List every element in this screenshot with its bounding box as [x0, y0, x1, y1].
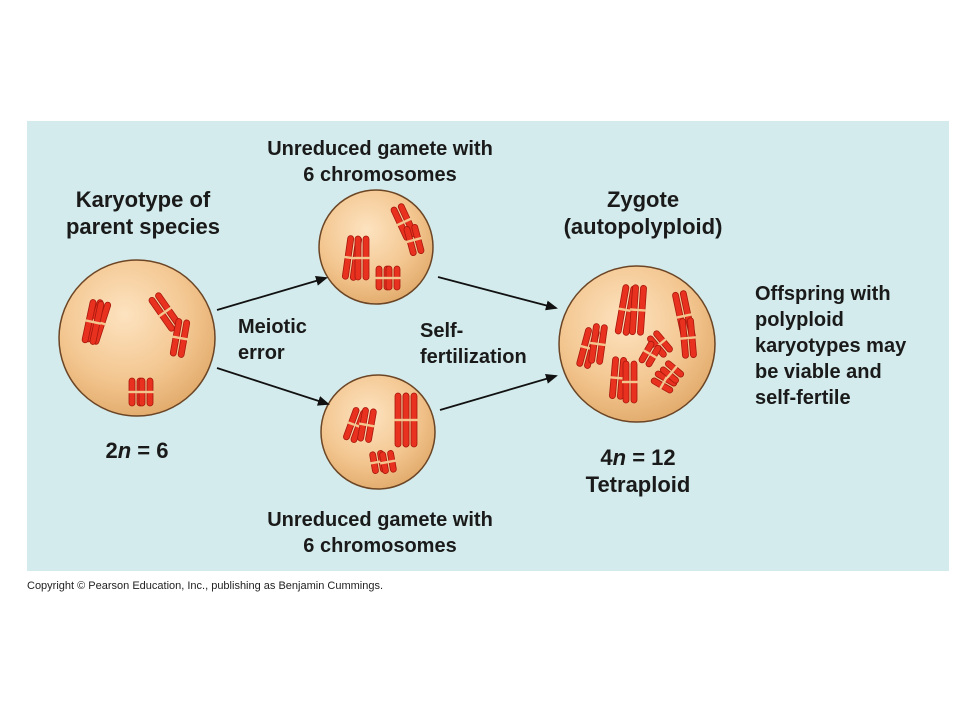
- self-fertilization-label: Self- fertilization: [420, 320, 527, 368]
- arrow-parent-to-bottom-gamete: [216, 367, 330, 406]
- arrow-top-gamete-to-zygote: [437, 276, 558, 311]
- chromosome: [385, 265, 401, 291]
- chromosome: [379, 450, 397, 474]
- chromosome: [81, 299, 105, 345]
- gamete-bottom-label: Unreduced gamete with 6 chromosomes: [267, 509, 493, 557]
- chromosome: [629, 284, 647, 336]
- chromosome: [403, 223, 425, 257]
- arrow-bottom-gamete-to-zygote: [439, 374, 558, 411]
- chromosome: [169, 318, 191, 358]
- zygote-ploidy: 4n = 12 Tetraploid: [585, 445, 691, 497]
- parent-cell: [58, 259, 216, 417]
- parent-title: Karyotype of parent species: [65, 187, 221, 239]
- chromosome: [588, 323, 608, 365]
- offspring-note: Offspring with polyploid karyotypes may …: [755, 283, 907, 409]
- gamete-bottom-chromosomes: [343, 392, 418, 474]
- arrow-parent-to-top-gamete: [216, 276, 328, 311]
- gamete-top-label: Unreduced gamete with 6 chromosomes: [267, 138, 493, 186]
- chromosome: [659, 360, 685, 384]
- chromosome: [402, 392, 418, 448]
- meiotic-error-label: Meiotic error: [238, 316, 307, 364]
- zygote-title: Zygote (autopolyploid): [563, 187, 723, 239]
- chromosome: [357, 407, 377, 443]
- chromosome: [679, 317, 697, 359]
- chromosome: [622, 360, 638, 404]
- chromosome: [638, 340, 662, 368]
- chromosome: [354, 235, 370, 281]
- gamete-top-chromosomes: [341, 203, 425, 291]
- parent-chromosomes: [81, 292, 191, 407]
- zygote-chromosomes: [576, 284, 697, 404]
- copyright-notice: Copyright © Pearson Education, Inc., pub…: [27, 580, 384, 592]
- parent-ploidy: 2n = 6: [105, 438, 169, 463]
- chromosome: [138, 377, 154, 407]
